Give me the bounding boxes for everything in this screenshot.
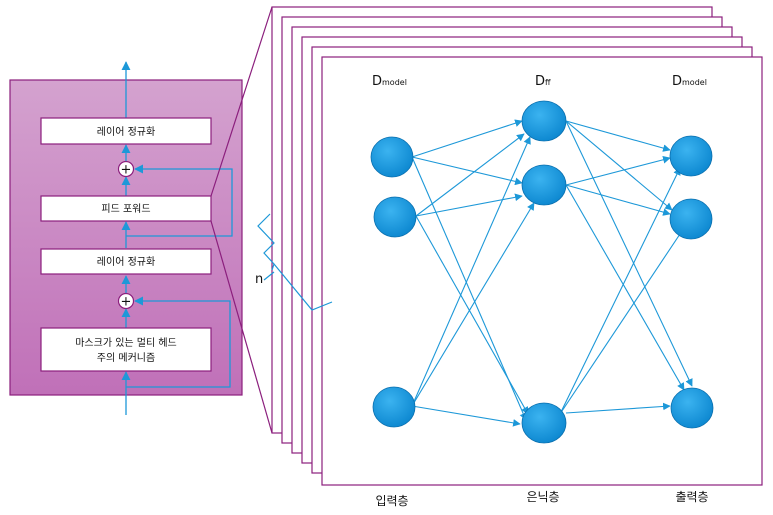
- decoder-flow-lines: [121, 61, 233, 415]
- input-node: [370, 136, 414, 178]
- output-node: [669, 135, 713, 177]
- output-dim-label: Dmodel: [672, 74, 707, 89]
- add-node-top: +: [117, 160, 135, 178]
- masked-attention-block: 마스크가 있는 멀티 헤드 주의 메커니즘: [40, 327, 212, 372]
- output-node: [669, 198, 713, 240]
- input-node: [372, 386, 416, 428]
- add-symbol: +: [121, 295, 132, 310]
- network-edges: [411, 119, 693, 427]
- dimension-labels: Dmodel Dff Dmodel: [372, 74, 707, 89]
- layer-names: 입력층 은닉층 출력층: [375, 490, 708, 508]
- layer-norm-mid-label: 레이어 정규화: [97, 256, 155, 268]
- input-layer-label: 입력층: [375, 494, 408, 508]
- feed-forward-block: 피드 포워드: [40, 195, 212, 222]
- hidden-dim-label: Dff: [535, 74, 551, 89]
- add-symbol: +: [121, 163, 132, 178]
- input-layer-nodes: [370, 136, 417, 428]
- zoom-connector: [210, 6, 273, 434]
- add-node-bottom: +: [117, 292, 135, 310]
- input-dim-label: Dmodel: [372, 74, 407, 89]
- masked-attention-label-line2: 주의 메커니즘: [97, 352, 155, 364]
- input-node: [373, 196, 417, 238]
- stacked-network-frames: [271, 6, 763, 486]
- output-node: [670, 387, 714, 429]
- hidden-node: [521, 164, 567, 206]
- repeat-brace: n: [255, 213, 333, 311]
- layer-norm-top-label: 레이어 정규화: [97, 126, 155, 138]
- hidden-layer-nodes: [521, 100, 567, 444]
- output-layer-label: 출력층: [675, 490, 708, 504]
- layer-norm-mid-block: 레이어 정규화: [40, 248, 212, 275]
- feed-forward-label: 피드 포워드: [101, 202, 150, 215]
- repeat-count-label: n: [255, 272, 263, 287]
- output-layer-nodes: [669, 135, 714, 429]
- hidden-node: [521, 402, 567, 444]
- hidden-layer-label: 은닉층: [526, 490, 559, 504]
- layer-norm-top-block: 레이어 정규화: [40, 117, 212, 145]
- masked-attention-label-line1: 마스크가 있는 멀티 헤드: [75, 336, 177, 349]
- hidden-node: [521, 100, 567, 142]
